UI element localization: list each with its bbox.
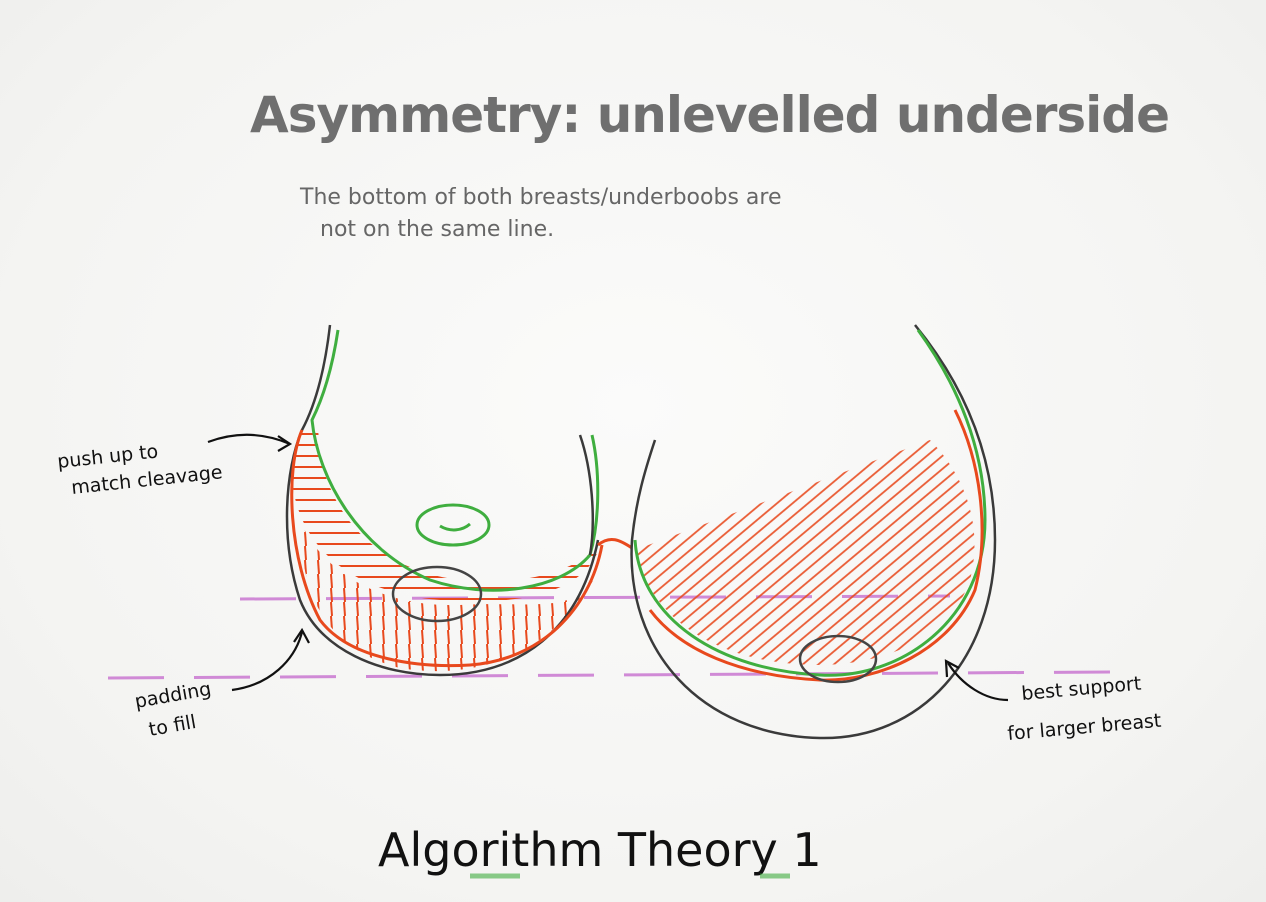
padding-note-line-2: to fill	[147, 711, 198, 741]
padding-note-line-1: padding	[133, 678, 213, 713]
best-support-note-line-1: best support	[1021, 673, 1143, 705]
best-support-note-line-2: for larger breast	[1007, 710, 1163, 745]
subtitle-line-2: not on the same line.	[320, 217, 554, 242]
raised-nipple-outline	[417, 505, 489, 545]
raised-nipple-detail	[440, 524, 470, 530]
footer-title: Algorithm Theory 1	[378, 823, 822, 877]
push-up-arrow	[208, 435, 290, 451]
push-up-note-line-1: push up to	[56, 441, 159, 473]
padding-arrow	[232, 630, 309, 690]
title-text: Asymmetry: unlevelled underside	[250, 86, 1169, 144]
best-support-arrow	[946, 661, 1008, 700]
subtitle-line-1: The bottom of both breasts/underboobs ar…	[299, 185, 781, 210]
left-breast-inner-edge	[580, 435, 593, 555]
